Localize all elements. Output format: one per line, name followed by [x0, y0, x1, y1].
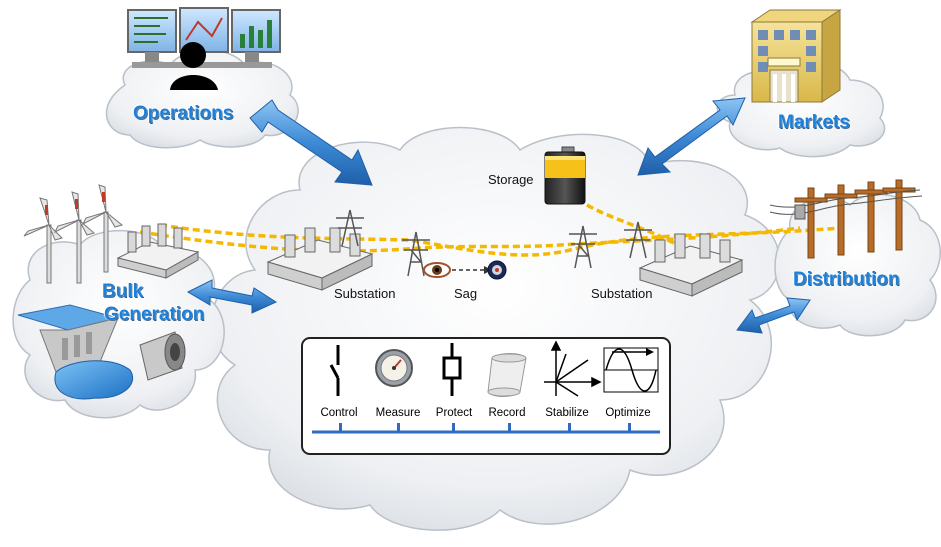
markets-arrow — [637, 97, 746, 176]
operations-arrow — [249, 99, 373, 186]
battery-icon — [544, 146, 586, 205]
target-icon — [487, 260, 507, 280]
operations-cloud — [105, 49, 299, 149]
bulk-generation-label-line2: Generation — [104, 304, 205, 325]
gauge-icon — [375, 349, 413, 387]
phasor-icon — [544, 340, 602, 397]
central-cloud — [211, 126, 781, 531]
switch-icon — [329, 345, 340, 396]
eye-icon — [423, 262, 451, 278]
distribution-label: Distribution — [793, 269, 900, 290]
operator-workstation-icon — [127, 7, 281, 90]
substation-right-label: Substation — [591, 286, 653, 301]
scroll-icon — [487, 353, 527, 397]
function-control-label: Control — [320, 407, 358, 419]
distribution-arrow — [736, 297, 811, 334]
function-measure-label: Measure — [375, 407, 421, 419]
storage-label: Storage — [488, 172, 534, 187]
generation-substation-icon — [116, 223, 200, 279]
bulk-generation-label-line1: Bulk — [102, 281, 144, 302]
substation-left-label: Substation — [334, 286, 396, 301]
substation-right-icon — [638, 233, 744, 297]
function-record-label: Record — [488, 407, 526, 419]
bulk-generation-arrow — [186, 279, 278, 314]
wind-turbine-icon — [23, 184, 124, 284]
turbine-icon — [139, 331, 186, 381]
function-stabilize-label: Stabilize — [545, 407, 589, 419]
hydro-dam-icon — [17, 304, 133, 400]
markets-label: Markets — [778, 112, 850, 133]
operations-label: Operations — [133, 103, 234, 124]
distribution-pole-icon — [769, 179, 923, 259]
function-protect-label: Protect — [435, 407, 473, 419]
function-optimize-label: Optimize — [605, 407, 651, 419]
sag-label: Sag — [454, 286, 478, 301]
transmission-tower-icon — [336, 209, 652, 277]
sine-wave-icon — [603, 347, 659, 393]
substation-icon — [266, 227, 374, 291]
relay-icon — [442, 343, 462, 396]
market-building-icon — [750, 9, 842, 103]
